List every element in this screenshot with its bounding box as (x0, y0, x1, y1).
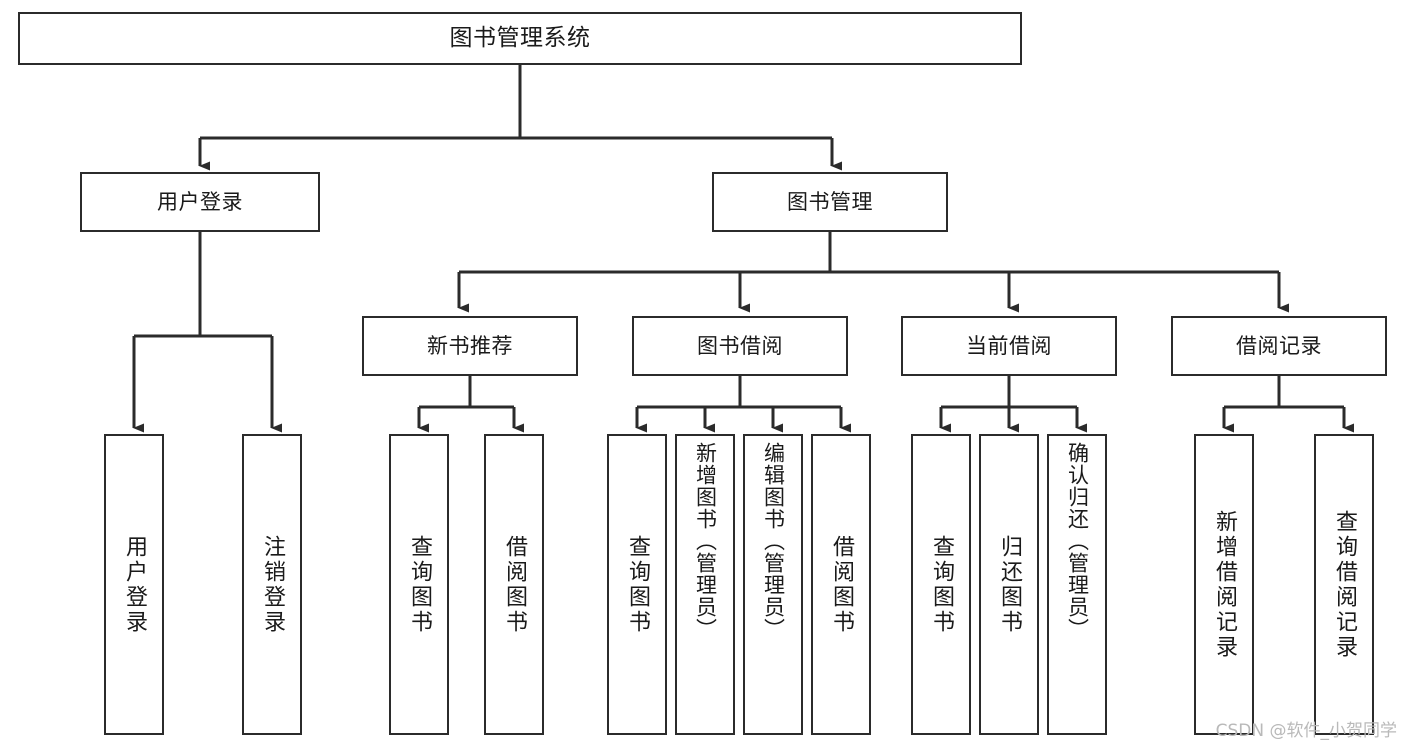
node-leaf-query-record-label: 查询借阅记录 (1332, 509, 1357, 660)
node-root[interactable]: 图书管理系统 (18, 12, 1022, 65)
node-borrow-record[interactable]: 借阅记录 (1171, 316, 1387, 376)
node-leaf-query-book-3[interactable]: 查询图书 (911, 434, 971, 735)
node-leaf-borrow-book-1-label: 借阅图书 (502, 534, 527, 635)
node-book-borrow[interactable]: 图书借阅 (632, 316, 848, 376)
node-current-borrow-label: 当前借阅 (966, 333, 1052, 358)
node-leaf-return-book[interactable]: 归还图书 (979, 434, 1039, 735)
node-leaf-edit-book[interactable]: 编辑图书（管理员） (743, 434, 803, 735)
node-leaf-add-book-label: 新增图书（管理员） (693, 442, 718, 640)
node-leaf-query-book-2[interactable]: 查询图书 (607, 434, 667, 735)
node-leaf-borrow-book-2-label: 借阅图书 (829, 534, 854, 635)
node-leaf-logout-label: 注销登录 (260, 534, 285, 635)
node-leaf-confirm-return-label: 确认归还（管理员） (1065, 442, 1090, 640)
node-leaf-add-record[interactable]: 新增借阅记录 (1194, 434, 1254, 735)
node-leaf-borrow-book-1[interactable]: 借阅图书 (484, 434, 544, 735)
node-leaf-borrow-book-2[interactable]: 借阅图书 (811, 434, 871, 735)
node-user-login-label: 用户登录 (157, 189, 243, 214)
node-book-manage-label: 图书管理 (787, 189, 873, 214)
node-leaf-add-book[interactable]: 新增图书（管理员） (675, 434, 735, 735)
node-leaf-query-book-1[interactable]: 查询图书 (389, 434, 449, 735)
node-leaf-logout[interactable]: 注销登录 (242, 434, 302, 735)
node-borrow-record-label: 借阅记录 (1236, 333, 1322, 358)
node-leaf-query-record[interactable]: 查询借阅记录 (1314, 434, 1374, 735)
node-leaf-add-record-label: 新增借阅记录 (1212, 509, 1237, 660)
node-leaf-confirm-return[interactable]: 确认归还（管理员） (1047, 434, 1107, 735)
node-leaf-query-book-3-label: 查询图书 (929, 534, 954, 635)
node-leaf-query-book-1-label: 查询图书 (407, 534, 432, 635)
node-current-borrow[interactable]: 当前借阅 (901, 316, 1117, 376)
node-leaf-query-book-2-label: 查询图书 (625, 534, 650, 635)
node-leaf-user-login[interactable]: 用户登录 (104, 434, 164, 735)
node-leaf-user-login-label: 用户登录 (122, 534, 147, 635)
node-root-label: 图书管理系统 (449, 24, 591, 51)
node-book-manage[interactable]: 图书管理 (712, 172, 948, 232)
node-user-login[interactable]: 用户登录 (80, 172, 320, 232)
node-new-book-rec[interactable]: 新书推荐 (362, 316, 578, 376)
node-leaf-return-book-label: 归还图书 (997, 534, 1022, 635)
node-leaf-edit-book-label: 编辑图书（管理员） (761, 442, 786, 640)
node-new-book-rec-label: 新书推荐 (427, 333, 513, 358)
watermark: CSDN @软件_小贺同学 (1215, 721, 1397, 741)
node-book-borrow-label: 图书借阅 (697, 333, 783, 358)
